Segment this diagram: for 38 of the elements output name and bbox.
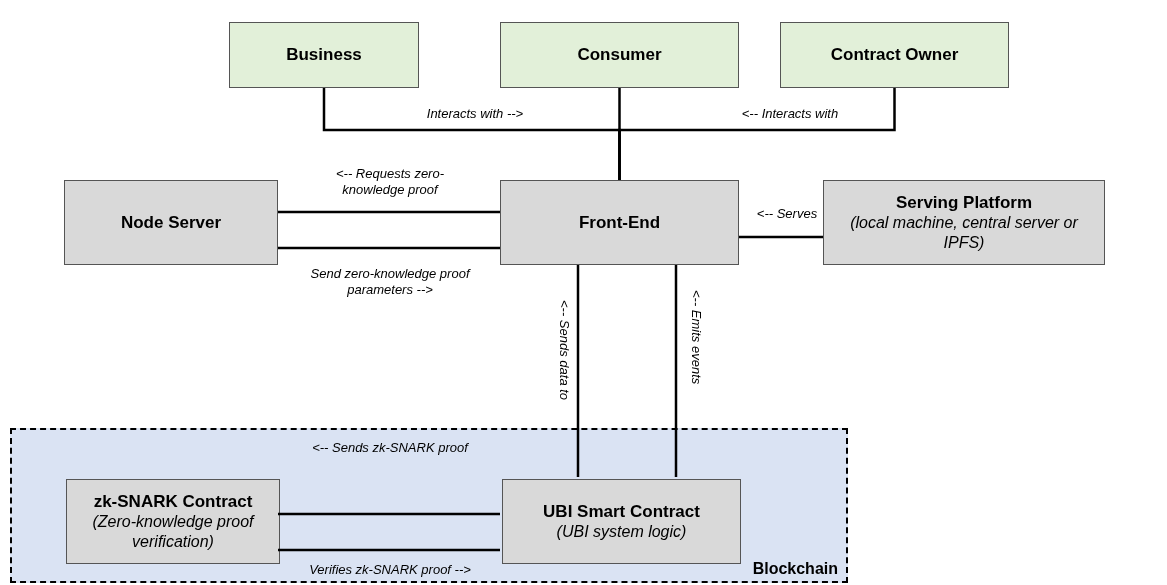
edge-label: <-- Sends zk-SNARK proof — [311, 440, 470, 457]
edge-label: <-- Requests zero-knowledge proof — [335, 166, 445, 199]
connector-line — [278, 210, 500, 214]
actor-box — [500, 22, 739, 88]
edge-label: <-- Emits events — [688, 290, 704, 385]
edge-label: Verifies zk-SNARK proof --> — [308, 562, 472, 579]
component-box — [64, 180, 278, 265]
component-box — [823, 180, 1105, 265]
box-subtitle: (local machine, central server or IPFS) — [849, 213, 1080, 254]
box-title: Node Server — [120, 211, 222, 234]
actor-box — [780, 22, 1009, 88]
box-title: Business — [286, 44, 362, 66]
box-title: Contract Owner — [830, 44, 959, 66]
actor-box — [229, 22, 419, 88]
box-title: UBI Smart Contract — [543, 500, 700, 523]
box-subtitle: (UBI system logic) — [556, 522, 687, 543]
box-title: zk-SNARK Contract — [93, 490, 253, 513]
component-box — [502, 479, 741, 564]
connector-line — [278, 548, 500, 552]
component-box — [66, 479, 280, 564]
edge-label: <-- Serves — [755, 206, 819, 223]
box-subtitle: (Zero-knowledge proof verification) — [91, 512, 256, 553]
box-title: Front-End — [578, 211, 661, 234]
group-band — [10, 428, 848, 583]
edge-label: <-- Sends data to — [556, 300, 572, 401]
component-box — [500, 180, 739, 265]
box-title: Consumer — [577, 44, 662, 66]
connector-line — [576, 265, 580, 477]
connector-line — [674, 265, 678, 477]
connector-line — [278, 512, 500, 516]
connector-line — [618, 88, 896, 180]
connector-line — [739, 235, 823, 239]
edge-label: <-- Interacts with — [740, 106, 840, 123]
connector-line — [278, 246, 500, 250]
group-title: Blockchain — [752, 559, 838, 579]
edge-label: Send zero-knowledge proof parameters --> — [309, 266, 472, 299]
edge-label: Interacts with --> — [425, 106, 525, 123]
box-title: Serving Platform — [895, 191, 1032, 214]
